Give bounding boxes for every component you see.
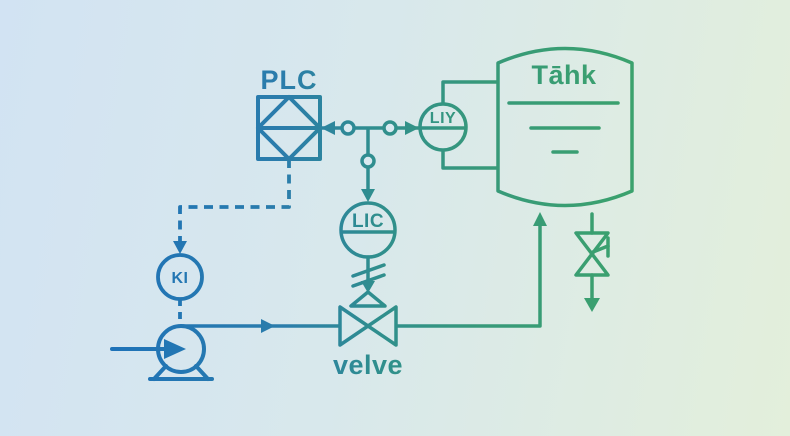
drain-valve-assembly: [574, 212, 610, 301]
arrowhead-into-lic: [361, 189, 375, 202]
arrowhead-into-motor: [173, 241, 187, 254]
plc-motor-dashed-signal: [173, 159, 291, 254]
arrowhead-into-valve: [361, 281, 375, 293]
arrowhead-into-lit: [405, 121, 419, 135]
valve-label: velve: [333, 350, 403, 380]
control-valve-symbol: [338, 305, 398, 347]
process-line-valve-to-tank: [396, 212, 547, 328]
drain-valve-symbol: [574, 231, 610, 277]
tank-level-lines: [507, 101, 620, 154]
arrowhead-into-plc: [321, 121, 335, 135]
signal-slash: [351, 273, 386, 288]
lit-connection-bracket: [441, 80, 498, 170]
tank-symbol: [496, 46, 634, 208]
lic-branch-signal: [360, 128, 376, 202]
flow-arrowhead: [261, 319, 275, 333]
tank-outline: [496, 46, 634, 208]
plc-symbol: [256, 95, 322, 161]
process-line-pump-to-valve: [181, 319, 340, 333]
pump-symbol: [110, 324, 214, 381]
lit-label: LIY: [430, 110, 456, 127]
signal-node-circle: [360, 153, 376, 169]
lic-label: LIC: [352, 211, 384, 232]
drain-outlet-arrowhead: [584, 298, 600, 312]
signal-node-circle: [340, 120, 356, 136]
valve-actuator-triangle: [349, 290, 387, 308]
pump-base: [148, 364, 214, 381]
tank-inlet-arrowhead: [533, 212, 547, 226]
drain-valve-handle: [591, 236, 610, 258]
plc-label: PLC: [261, 65, 318, 95]
pump-inlet-arrowhead: [164, 339, 186, 359]
lit-instrument: [418, 102, 468, 152]
signal-node-circle: [382, 120, 398, 136]
signal-slash: [351, 263, 386, 278]
tank-label: Tāhk: [531, 60, 597, 90]
motor-label: KI: [172, 270, 189, 287]
